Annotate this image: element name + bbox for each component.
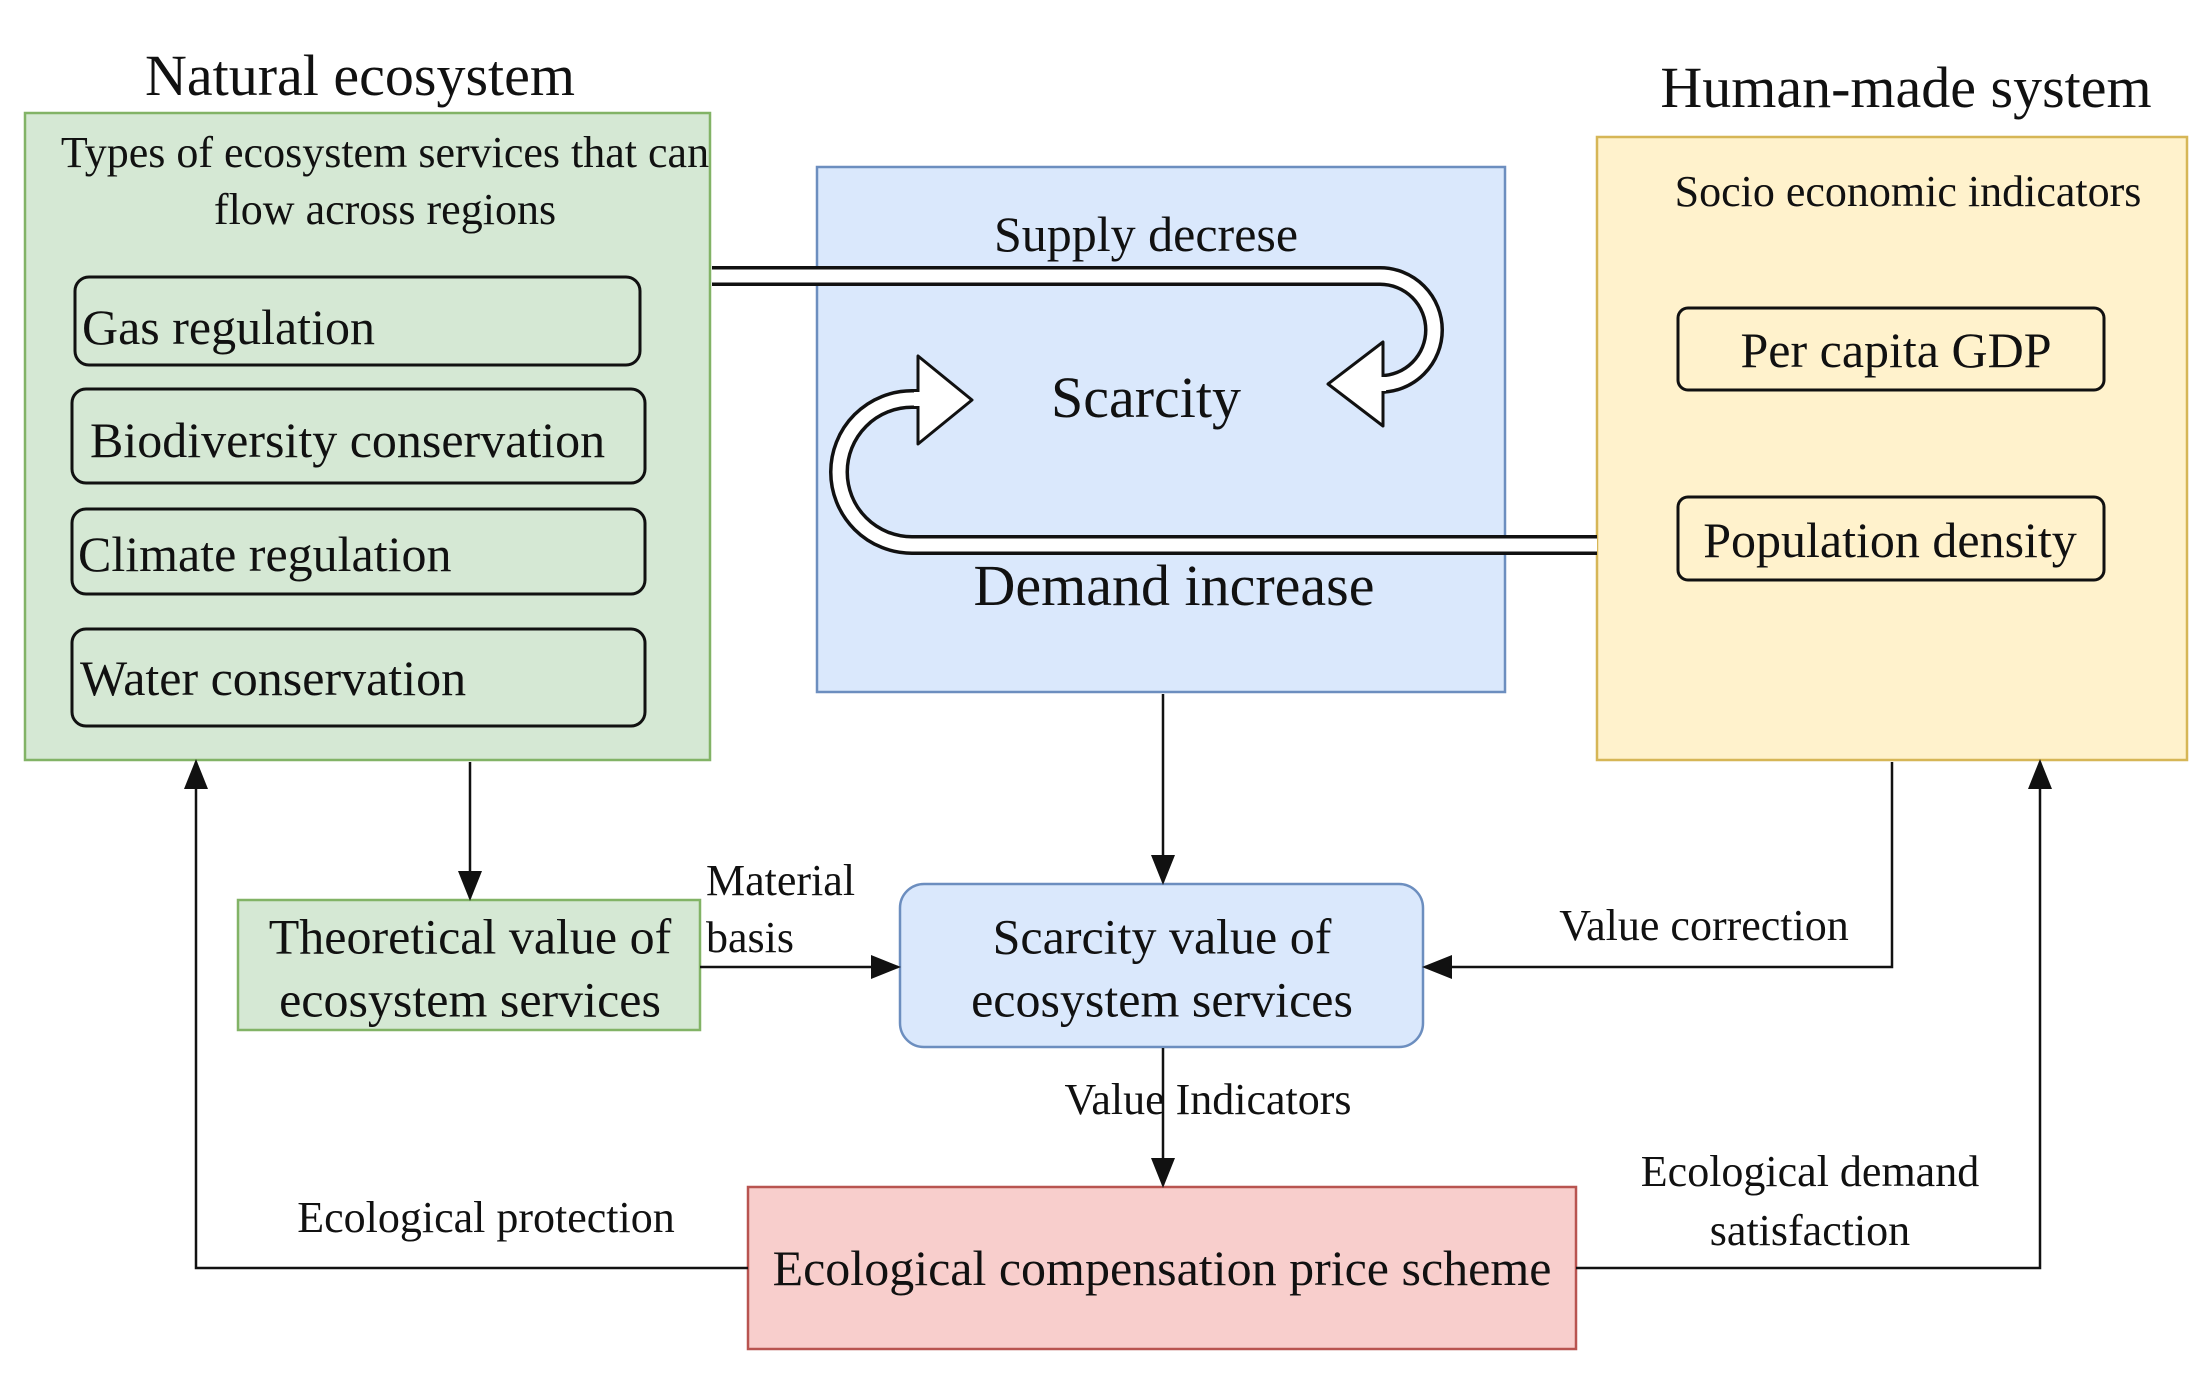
demand-increase-label: Demand increase [973, 553, 1375, 618]
natural-ecosystem-title: Natural ecosystem [144, 43, 576, 108]
scarcity-label: Scarcity [1050, 365, 1242, 430]
material-basis-label: Material basis [706, 856, 856, 963]
compensation-label: Ecological compensation price scheme [772, 1239, 1552, 1296]
socio-economic-heading: Socio economic indicators [1674, 167, 2142, 216]
service-box-water [70, 627, 647, 728]
supply-decrease-arrow [712, 266, 1444, 428]
human-system-box [1595, 135, 2189, 762]
ecosystem-services-heading: Types of ecosystem services that can flo… [60, 128, 710, 235]
arrow-value-correction [1422, 762, 1894, 979]
indicator-label-population: Population density [1703, 511, 2077, 568]
service-label-gas: Gas regulation [82, 299, 375, 355]
indicator-box-population [1676, 495, 2106, 582]
human-system-title: Human-made system [1660, 55, 2152, 120]
theoretical-value-box [236, 898, 702, 1032]
value-correction-label: Value correction [1559, 901, 1849, 950]
demand-increase-arrow [829, 354, 1597, 555]
supply-decrease-label: Supply decrese [993, 206, 1299, 262]
compensation-box [746, 1185, 1578, 1351]
service-label-biodiversity: Biodiversity conservation [90, 412, 606, 468]
theoretical-value-label: Theoretical value of ecosystem services [268, 908, 672, 1028]
scarcity-value-label: Scarcity value of ecosystem services [971, 908, 1353, 1028]
service-label-water: Water conservation [80, 650, 467, 706]
ecological-demand-label: Ecological demand satisfaction [1640, 1147, 1980, 1256]
indicator-label-gdp: Per capita GDP [1740, 321, 2052, 378]
value-indicators-label: Value Indicators [1064, 1075, 1352, 1124]
service-box-climate [70, 507, 647, 596]
service-label-climate: Climate regulation [78, 526, 452, 582]
arrow-ecological-protection [184, 759, 748, 1270]
service-box-gas [73, 275, 642, 367]
arrow-ecological-demand [1576, 759, 2052, 1270]
service-box-biodiversity [70, 387, 647, 485]
ecological-protection-label: Ecological protection [297, 1193, 675, 1242]
indicator-box-gdp [1676, 306, 2106, 392]
